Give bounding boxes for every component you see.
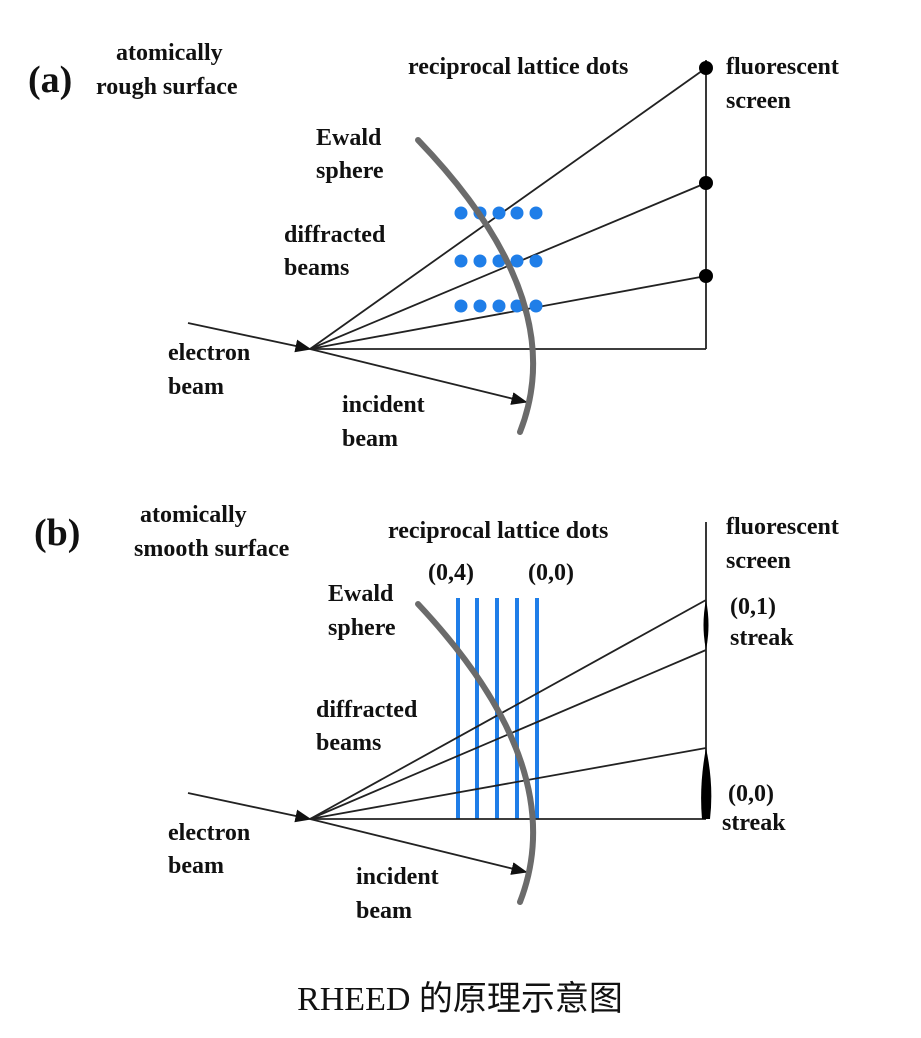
panel-b-streak-0-1 [703,600,709,650]
lattice-dot [529,254,543,268]
panel-a-ewald-label-1: Ewald [316,125,382,151]
panel-a-screen-spot-2 [699,176,713,190]
lattice-dot [473,254,487,268]
panel-b-streak-01-label-2: streak [730,625,794,651]
panel-a-reciprocal-label: reciprocal lattice dots [408,54,628,80]
lattice-dot [492,299,506,313]
lattice-dot [454,299,468,313]
panel-a-incident-label-2: beam [342,426,398,452]
panel-b-rod-label-0-4: (0,4) [428,560,474,586]
panel-a-incident-beam-arrow [309,348,528,405]
panel-a-screen-label-2: screen [726,88,791,114]
panel-a-diffracted-beam-3 [309,275,707,350]
panel-b-rod-label-0-0: (0,0) [528,560,574,586]
panel-b-electron-label-2: beam [168,853,224,879]
panel-b-electron-label-1: electron [168,820,250,846]
panel-a-lattice-dots-row-1 [454,206,543,220]
panel-a-ewald-label-2: sphere [316,158,384,184]
panel-a-diffracted-beam-1 [309,67,707,350]
panel-b-tag: (b) [34,512,80,554]
panel-a-screen-label-1: fluorescent [726,54,839,80]
panel-a-surface-label-1: atomically [116,40,223,66]
lattice-dot [473,299,487,313]
panel-b-incident-beam-arrow [309,818,528,875]
panel-a-lattice-dots-row-3 [454,299,543,313]
lattice-dot [492,206,506,220]
lattice-dot [529,299,543,313]
panel-a-electron-beam-arrow [187,322,312,353]
panel-a-electron-label-2: beam [168,374,224,400]
panel-b-diffracted-beam-1 [309,599,707,820]
panel-b-diffracted-label-2: beams [316,730,381,756]
panel-a-screen-spot-3 [699,269,713,283]
panel-b-ewald-sphere [415,601,537,905]
panel-a-surface-label-2: rough surface [96,74,238,100]
panel-a-screen-spot-1 [699,61,713,75]
panel-a-diffracted-label-2: beams [284,255,349,281]
lattice-dot [529,206,543,220]
panel-b-streak-01-label-1: (0,1) [730,594,776,620]
panel-a-diffracted-label-1: diffracted [284,222,386,248]
panel-b-streak-0-0 [701,748,712,819]
panel-b-diffracted-label-1: diffracted [316,697,418,723]
panel-b-diffracted-beam-3 [309,747,707,820]
lattice-dot [454,206,468,220]
panel-a: (a) atomically rough surface reciprocal … [28,40,839,452]
panel-b-surface-label-1: atomically [140,502,247,528]
panel-a-lattice-dots-row-2 [454,254,543,268]
panel-a-incident-label-1: incident [342,392,425,418]
lattice-dot [454,254,468,268]
panel-b-incident-label-2: beam [356,898,412,924]
panel-b-screen-label-1: fluorescent [726,514,839,540]
panel-b-reciprocal-label: reciprocal lattice dots [388,518,608,544]
panel-a-electron-label-1: electron [168,340,250,366]
panel-b-ewald-label-2: sphere [328,615,396,641]
panel-b-screen-label-2: screen [726,548,791,574]
panel-a-ewald-sphere [415,137,537,435]
panel-b-streak-00-label-1: (0,0) [728,781,774,807]
panel-b-ewald-label-1: Ewald [328,581,394,607]
panel-b-streak-00-label-2: streak [722,810,786,836]
panel-b-electron-beam-arrow [187,792,312,823]
panel-b-incident-label-1: incident [356,864,439,890]
lattice-dot [510,254,524,268]
lattice-dot [510,206,524,220]
panel-a-tag: (a) [28,59,72,101]
figure-caption: RHEED 的原理示意图 [297,980,623,1018]
lattice-dot [510,299,524,313]
panel-b: (b) atomically smooth surface reciprocal… [34,502,839,924]
panel-b-surface-label-2: smooth surface [134,536,290,562]
